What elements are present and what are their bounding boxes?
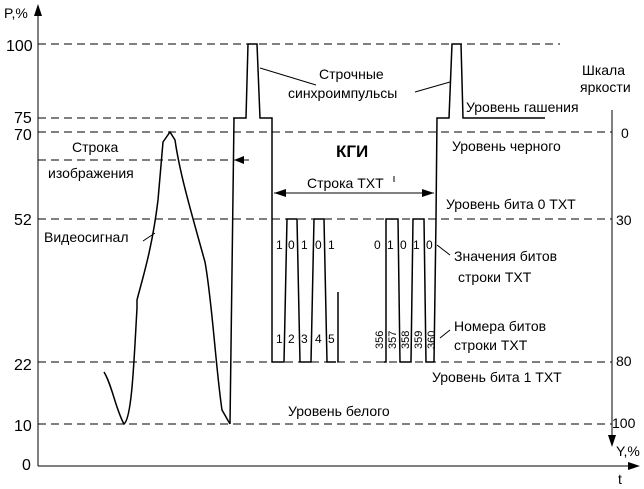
left-tick-10: 10 [14, 418, 32, 435]
bit-number: 356 [374, 331, 386, 349]
sync-pulse-right [384, 43, 545, 363]
sync-pulses-label-line1: Строчные [319, 66, 384, 82]
left-tick-52: 52 [14, 212, 32, 229]
video-signal-curve [103, 130, 231, 426]
bit-value: 0 [426, 238, 433, 252]
y-axis-right-title: Y,% [616, 443, 640, 459]
right-tick-30: 30 [616, 212, 632, 228]
kgi-label: КГИ [336, 142, 368, 161]
right-tick-80: 80 [616, 353, 632, 369]
axes [34, 4, 640, 470]
bit-value: 0 [315, 238, 322, 252]
video-signal-leader [142, 232, 156, 242]
bit-number: 359 [413, 331, 425, 349]
sync-leader-right [414, 81, 451, 93]
bit-value: 0 [288, 238, 295, 252]
bit-value: 1 [328, 238, 335, 252]
txt-line-arrowhead-right [422, 189, 434, 197]
bit-number: 1 [276, 332, 283, 346]
left-tick-70: 70 [14, 127, 32, 144]
bit-values-leader [436, 244, 451, 256]
bit-values-label-line1: Значения битов [454, 248, 557, 264]
blanking-level-label: Уровень гашения [466, 99, 579, 115]
sync-pulse-left [229, 43, 336, 425]
white-level-label: Уровень белого [288, 403, 390, 419]
bit-value: 1 [387, 238, 394, 252]
x-axis-title: t [618, 471, 622, 487]
bit-number: 5 [328, 332, 335, 346]
black-level-label: Уровень черного [452, 138, 561, 154]
bit-number: 358 [400, 331, 412, 349]
txt-line-label: Строка ТХТ [307, 175, 384, 191]
bit-number: 3 [301, 332, 308, 346]
first-bit-numbers: 1 2 3 4 5 [276, 332, 335, 346]
bit-numbers-label-line2: строки ТХТ [454, 337, 528, 353]
bit-numbers-label-line1: Номера битов [454, 318, 546, 334]
bit-number: 360 [426, 331, 438, 349]
y-axis-left-title: P,% [4, 5, 28, 21]
bit-values-label-line2: строки ТХТ [458, 269, 532, 285]
last-bit-numbers: 356 357 358 359 360 [374, 331, 438, 349]
arrows [142, 67, 451, 339]
right-tick-0: 0 [621, 125, 629, 141]
bit-number: 357 [387, 331, 399, 349]
left-tick-100: 100 [6, 38, 33, 55]
bit-value: 1 [276, 238, 283, 252]
bit-number: 4 [315, 332, 322, 346]
bit-numbers-leader [439, 329, 451, 339]
sync-pulses-label-line2: синхроимпульсы [288, 85, 397, 101]
image-line-arrowhead-left [234, 156, 244, 164]
x-axis-arrow [628, 462, 640, 470]
last-bit-values: 0 1 0 1 0 [374, 238, 433, 252]
right-scale-title-line1: Шкала [582, 62, 625, 78]
image-line-label-line1: Строка [72, 139, 119, 155]
video-signal-label: Видеосигнал [44, 229, 129, 245]
y-axis-left-arrow [34, 4, 42, 16]
first-bit-values: 1 0 1 0 1 [276, 238, 335, 252]
left-tick-0: 0 [22, 457, 31, 474]
bit-value: 0 [374, 238, 381, 252]
left-tick-75: 75 [14, 110, 32, 127]
signal-waveform [103, 43, 545, 426]
sync-leader-left [259, 67, 317, 86]
image-line-label-line2: изображения [48, 165, 134, 181]
y-axis-right-arrow [608, 435, 616, 447]
bit-value: 1 [413, 238, 420, 252]
right-scale-title-line2: яркости [580, 79, 631, 95]
txt-line-arrowhead-left [274, 189, 286, 197]
bit-value: 1 [301, 238, 308, 252]
bit0-level-label: Уровень бита 0 ТХТ [446, 196, 576, 212]
bit-number: 2 [288, 332, 295, 346]
bit1-level-label: Уровень бита 1 ТХТ [432, 369, 562, 385]
left-tick-22: 22 [14, 357, 32, 374]
bit-value: 0 [400, 238, 407, 252]
right-tick-100: 100 [612, 415, 636, 431]
